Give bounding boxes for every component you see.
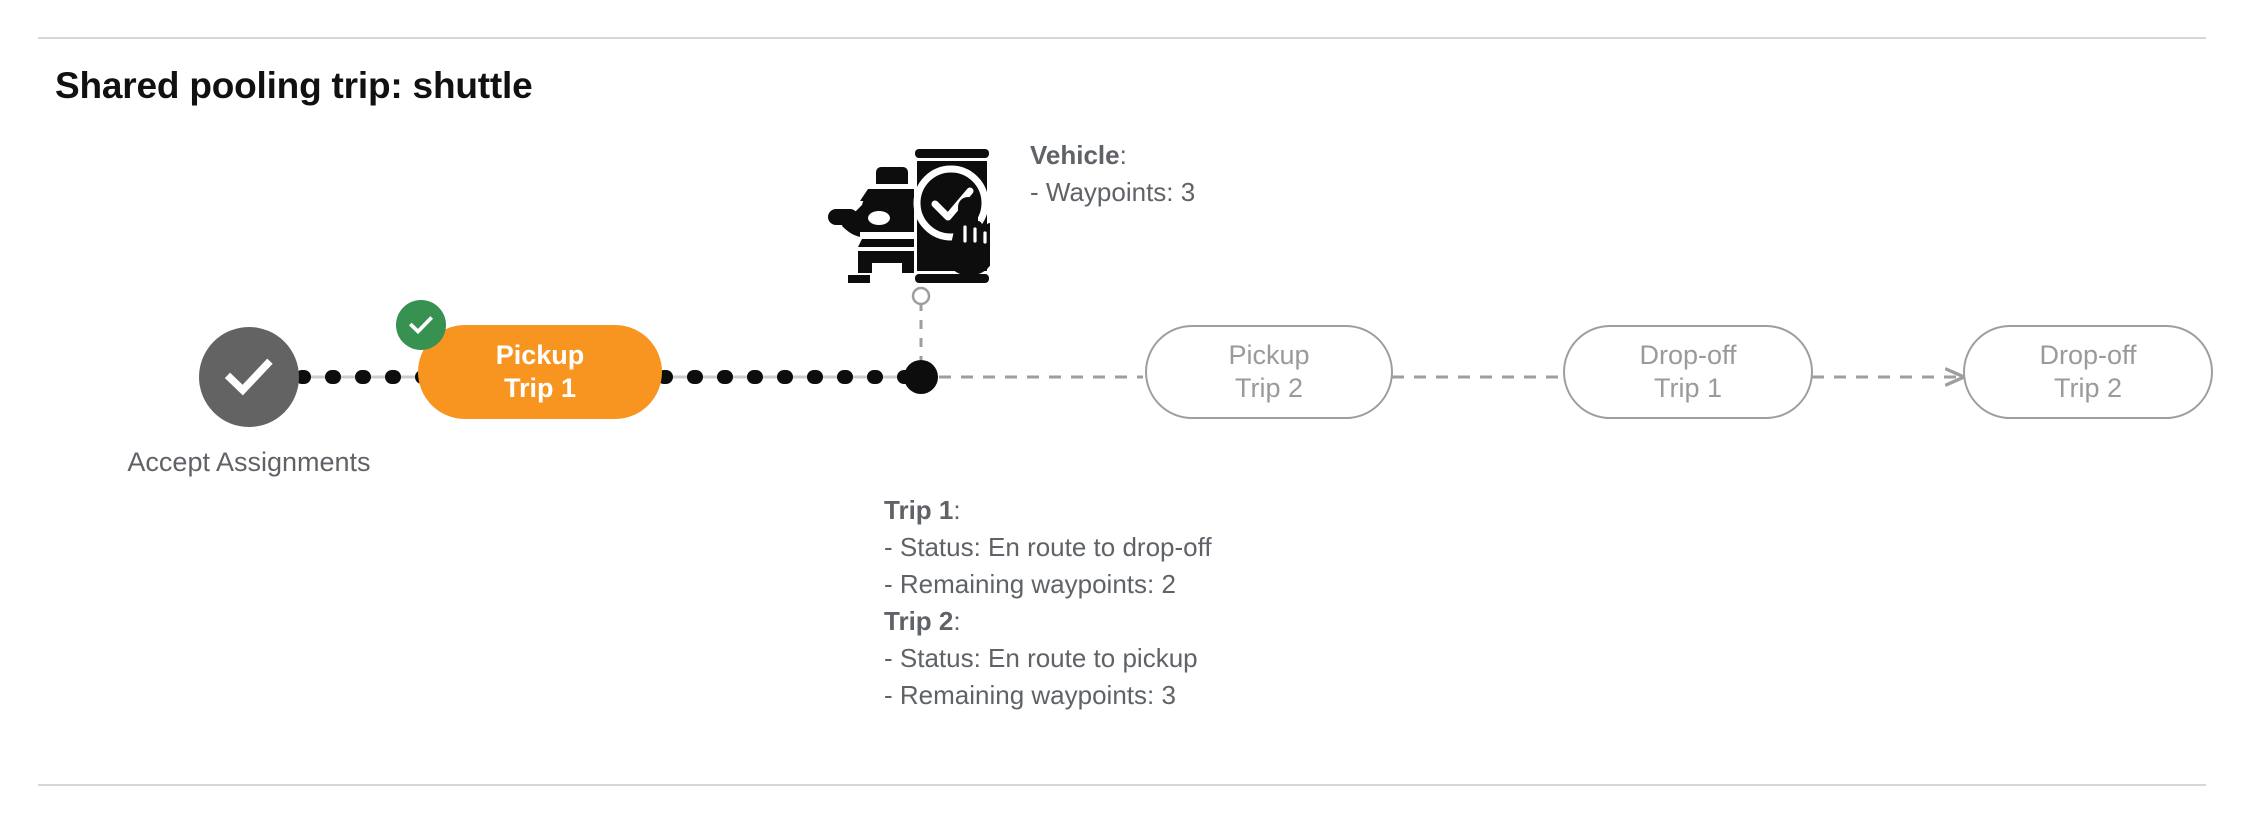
check-circle-icon (224, 358, 273, 396)
trip-2-title: Trip 2 (884, 605, 954, 636)
trip-2-remaining-waypoints: - Remaining waypoints: 3 (884, 679, 1176, 710)
vehicle-waypoints: - Waypoints: 3 (1030, 176, 1196, 207)
dropoff-trip-1-line2: Trip 1 (1653, 373, 1722, 403)
node-dropoff-trip-2[interactable]: Drop-off Trip 2 (1963, 325, 2213, 419)
accept-assignments-caption-line1: Accept (127, 447, 210, 477)
trip-2-title-suffix: : (953, 605, 961, 636)
vehicle-annotation: Vehicle: - Waypoints: 3 (1030, 137, 1195, 211)
accept-assignments-caption: Accept Assignments (89, 445, 409, 481)
dropoff-trip-2-line2: Trip 2 (2053, 373, 2122, 403)
node-pickup-trip-2[interactable]: Pickup Trip 2 (1145, 325, 1393, 419)
vehicle-position-dot (904, 360, 938, 394)
dropoff-trip-2-line1: Drop-off (2039, 339, 2137, 370)
node-accept-assignments[interactable] (199, 327, 299, 427)
trip-1-status: - Status: En route to drop-off (884, 531, 1212, 562)
start-node-circle (199, 327, 299, 427)
trip-1-title: Trip 1 (884, 495, 954, 525)
vehicle-annotation-title-suffix: : (1119, 140, 1127, 170)
pickup-trip-1-line1: Pickup (495, 339, 585, 370)
pickup-trip-2-line1: Pickup (1228, 339, 1310, 370)
accept-assignments-caption-line2: Assignments (215, 447, 371, 477)
car-phone-check-icon (818, 123, 994, 289)
node-dropoff-trip-1[interactable]: Drop-off Trip 1 (1563, 325, 1813, 419)
check-badge-icon (408, 316, 434, 335)
trips-annotation: Trip 1: - Status: En route to drop-off -… (884, 492, 1212, 713)
node-pickup-trip-1[interactable]: Pickup Trip 1 (418, 325, 662, 419)
trip-1-remaining-waypoints: - Remaining waypoints: 2 (884, 568, 1176, 599)
divider-bottom (38, 784, 2206, 786)
dropoff-trip-1-line1: Drop-off (1639, 339, 1737, 370)
pickup-trip-1-completed-badge (396, 300, 446, 350)
vehicle-annotation-title: Vehicle (1030, 140, 1120, 170)
trip-1-title-row: Trip 1: (884, 492, 1212, 529)
pickup-trip-2-line2: Trip 2 (1234, 373, 1303, 403)
trip-2-title-row: Trip 2: (884, 603, 1212, 640)
divider-top (38, 37, 2206, 39)
page-title: Shared pooling trip: shuttle (55, 65, 533, 106)
pickup-trip-1-line2: Trip 1 (503, 373, 577, 403)
trip-2-status: - Status: En route to pickup (884, 642, 1198, 673)
vehicle-annotation-title-row: Vehicle: (1030, 137, 1195, 174)
trip-1-title-suffix: : (953, 495, 961, 525)
vehicle-leader-endpoint (911, 286, 931, 306)
